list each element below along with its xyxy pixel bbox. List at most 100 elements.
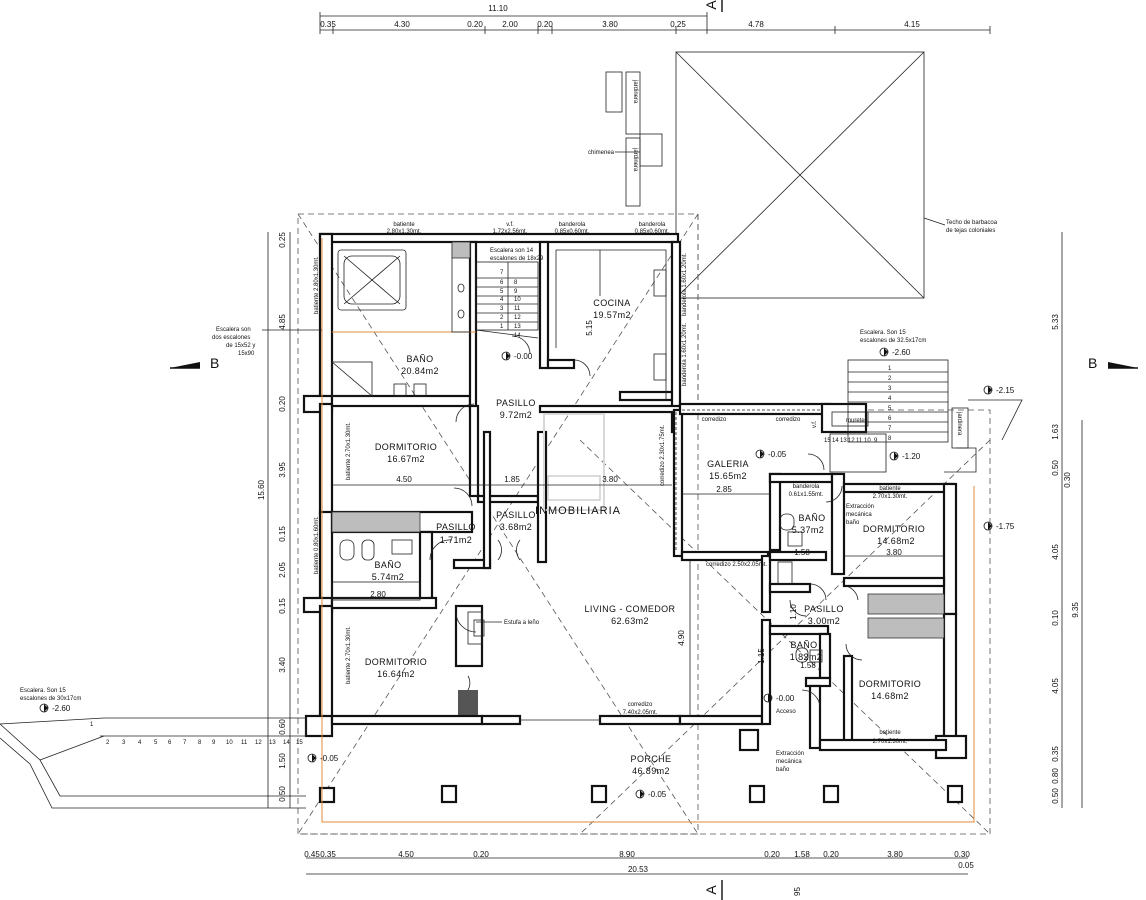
room-dormitorio1-area: 16.67m2	[387, 454, 425, 464]
dim-right-3: 0.30	[1063, 472, 1072, 488]
room-bano2-name: BAÑO	[374, 560, 401, 570]
room-dormitorio3-area: 14.68m2	[877, 536, 915, 546]
room-dormitorio2-area: 16.64m2	[377, 669, 415, 679]
dim-left-10: 0.50	[278, 786, 287, 802]
dim-top-5: 3.80	[602, 20, 618, 29]
room-porche-area: 46.89m2	[632, 766, 670, 776]
dim-inner-5: 2.80	[370, 590, 386, 599]
room-labels: BAÑO 20.84m2 COCINA 19.57m2 PASILLO 9.72…	[365, 298, 925, 776]
bath1-fixtures	[331, 241, 471, 397]
room-pasillo3-name: PASILLO	[496, 510, 536, 520]
stair-rh-1: 14	[832, 438, 839, 444]
room-galeria-area: 15.65m2	[709, 471, 747, 481]
dim-inner-6: 1.58	[794, 548, 810, 557]
dim-inner-7: 5.15	[585, 320, 594, 336]
dim-right-9: 0.50	[1051, 788, 1060, 804]
inner-dimensions: 4.50 1.85 3.80 2.85 3.80 2.80 1.58 5.15 …	[332, 320, 944, 670]
room-pasillo1-name: PASILLO	[496, 398, 536, 408]
stair-left-5: 6	[168, 740, 172, 746]
dim-top-8: 4.15	[904, 20, 920, 29]
level-marker-4: -1.20	[889, 451, 921, 461]
room-dormitorio4-name: DORMITORIO	[859, 679, 921, 689]
stair-rv-6: 7	[888, 426, 892, 432]
stair-rh-6: 9	[874, 438, 878, 444]
dim-bottom-2: 4.50	[398, 850, 414, 859]
room-porche-name: PORCHE	[631, 754, 672, 764]
stair-int-13: 14	[514, 333, 521, 339]
stair-int-7: 8	[514, 280, 518, 286]
note-escalera-d-1: Escalera. Son 15	[860, 330, 906, 336]
stair-left-14: 15	[296, 740, 303, 746]
dim-left-total: 15.60	[257, 479, 266, 500]
dim-bottom-4: 8.90	[619, 850, 635, 859]
stair-left-9: 10	[226, 740, 233, 746]
dim-inner-10: 1.58	[800, 661, 816, 670]
op-o4d: 0.85x0.60mt.	[635, 229, 670, 235]
op-o1d: 2.80x1.30mt.	[387, 229, 422, 235]
stair-rh-2: 13	[840, 438, 847, 444]
stair-int-8: 9	[514, 289, 518, 295]
stair-rv-0: 1	[888, 366, 892, 372]
dim-right-0: 5.33	[1051, 314, 1060, 330]
dim-top-total: 11.10	[488, 4, 508, 13]
note-acceso: Acceso	[776, 709, 796, 715]
level-marker-6: -0.05	[307, 753, 339, 763]
op-o2d: 1.72x2.56mt.	[493, 229, 528, 235]
chimenea-label: chimenea	[588, 150, 615, 156]
stairs-right-exterior: jardinera 1 2 3 4 5 6 7 8 15 14 13 12 11…	[824, 330, 1023, 473]
dim-inner-1: 1.85	[504, 475, 520, 484]
room-pasillo4-name: PASILLO	[804, 604, 844, 614]
op-o16d: 2.70x1.30mt.	[873, 739, 908, 745]
jardinera-chimenea: chimenea jardinera jardinera	[588, 71, 663, 207]
bottom-dimension-line: 0.45 0.35 4.50 0.20 8.90 0.20 1.58 0.20 …	[304, 850, 974, 896]
op-o5: batiente 2.80x1.30mt.	[314, 256, 320, 314]
dim-right-total: 9.35	[1071, 602, 1080, 618]
stair-left-8: 9	[212, 740, 216, 746]
op-o7: batiente 0.80x1.60mt.	[314, 516, 320, 574]
op-o13: corredizo	[628, 702, 653, 708]
level-marker-2: -2.60	[879, 347, 911, 357]
jardinera-label-1: jardinera	[632, 79, 638, 104]
dim-bottom-3: 0.20	[473, 850, 489, 859]
dim-top-3: 2.00	[502, 20, 518, 29]
stair-int-9: 10	[514, 297, 521, 303]
dim-top-2: 0.20	[467, 20, 483, 29]
stair-left-3: 4	[138, 740, 142, 746]
note-extraccion1b: mecánica	[846, 512, 872, 518]
note-extraccion1c: baño	[846, 520, 860, 526]
op-o6: batiente 2.70x1.30mt.	[346, 422, 352, 480]
stair-int-11: 12	[514, 315, 521, 321]
stair-left-7: 8	[198, 740, 202, 746]
roof-barbacoa: Techo de barbacoa de tejas coloniales	[675, 51, 998, 299]
dim-bottom-1: 0.35	[320, 850, 336, 859]
op-o14d: 0.61x1.55mt.	[789, 492, 824, 498]
dim-top-7: 4.78	[748, 20, 764, 29]
stair-left-6: 7	[183, 740, 187, 746]
room-cocina-name: COCINA	[593, 298, 630, 308]
kitchen-fixtures	[555, 249, 667, 401]
dim-inner-3: 2.85	[716, 485, 732, 494]
dim-inner-2: 3.80	[602, 475, 618, 484]
dim-inner-4: 3.80	[886, 548, 902, 557]
op-o9: banderola 1.60x1.20mt.	[682, 253, 688, 316]
op-o19: v.f.	[812, 420, 818, 428]
stair-left-1: 2	[106, 740, 110, 746]
dim-right-5: 0.10	[1051, 610, 1060, 626]
orange-outline	[321, 238, 975, 823]
top-dimension-line: 11.10 0.35 4.30 0.20 2.00 0.20 3.80 0.25…	[319, 4, 991, 34]
level-6-label: -0.05	[320, 754, 339, 763]
room-dormitorio2-name: DORMITORIO	[365, 657, 427, 667]
note-estufa: Estufa a leño	[504, 620, 540, 626]
level-markers: -0.00 -0.05 -2.60 -2.15 -1.20 -1.75 -0.0…	[39, 347, 1015, 799]
techo-label-1: Techo de barbacoa	[946, 220, 998, 226]
room-pasillo2-area: 1.71m2	[440, 535, 472, 545]
level-8-label: -0.05	[648, 790, 667, 799]
level-1-label: -0.05	[768, 450, 787, 459]
note-escalera-i-1: Escalera. Son 15	[20, 688, 66, 694]
stair-left-4: 5	[154, 740, 158, 746]
note-escalera-b-3: de 15x52 y	[226, 343, 255, 349]
note-escalera-int-1: Escalera son 14	[490, 248, 534, 254]
level-marker-5: -1.75	[983, 521, 1015, 531]
stair-left-13: 14	[283, 740, 290, 746]
